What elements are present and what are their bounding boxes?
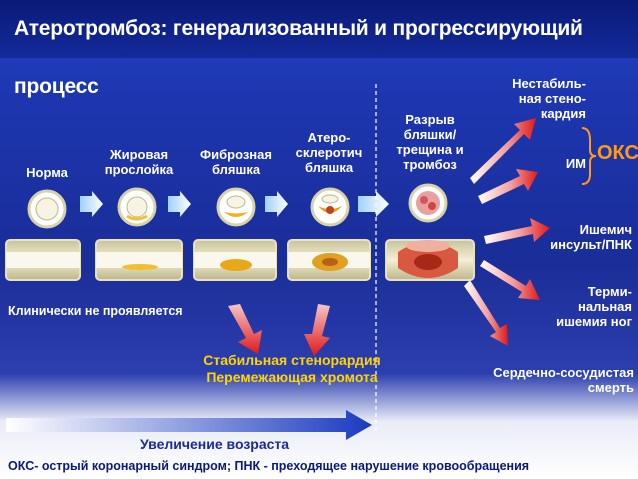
cross-section-rupture [408, 183, 448, 223]
outcome-arrows [464, 118, 550, 346]
vessel-fatty [95, 239, 183, 281]
cross-section-atherosclerotic [310, 187, 350, 227]
cross-section-fibrous [216, 187, 256, 227]
vessel-atherosclerotic [287, 239, 371, 281]
stage-chevrons [80, 191, 389, 217]
cross-section-normal [27, 189, 67, 229]
age-label: Увеличение возраста [140, 436, 290, 452]
slide-title: Атеротромбоз: генерализованный и прогрес… [0, 0, 638, 98]
okc-label: ОКС [597, 142, 638, 164]
age-arrow [6, 410, 372, 440]
clinically-silent-label: Клинически не проявляется [8, 304, 183, 318]
cross-section-fatty [117, 187, 157, 227]
vessel-fibrous [193, 239, 277, 281]
footnote: ОКС- острый коронарный синдром; ПНК - пр… [8, 459, 530, 473]
outcome-mi: ИМ [565, 156, 586, 171]
stage-label-normal: Норма [26, 165, 68, 180]
outcome-unstable-angina: Нестабиль-ная стено-кардия [512, 76, 586, 121]
stable-arrows [228, 304, 330, 356]
vessel-normal [5, 239, 81, 281]
okc-brace [581, 127, 597, 185]
vessel-rupture [385, 239, 475, 281]
